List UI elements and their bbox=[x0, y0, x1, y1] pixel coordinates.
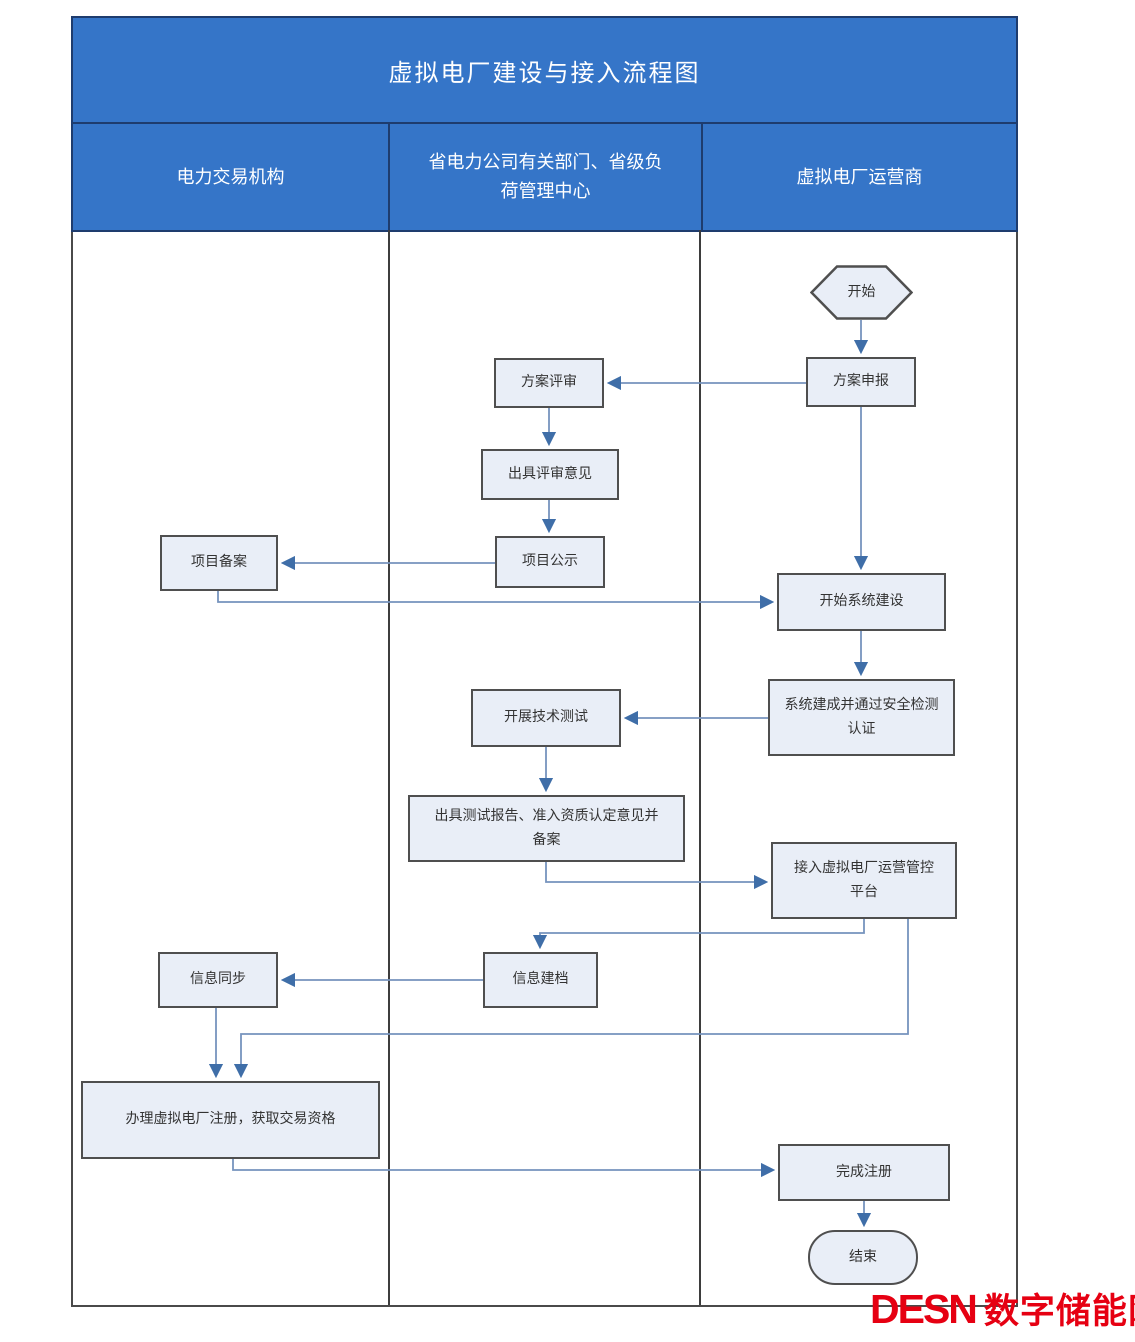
node-info-sync: 信息同步 bbox=[158, 952, 278, 1008]
node-label: 信息建档 bbox=[512, 972, 569, 988]
lane-headers: 电力交易机构 省电力公司有关部门、省级负 荷管理中心 虚拟电厂运营商 bbox=[71, 122, 1018, 232]
node-test-report: 出具测试报告、准入资质认定意见并 备案 bbox=[408, 795, 685, 862]
lane-divider-left bbox=[388, 230, 390, 1305]
watermark-site-name: 数字储能网 bbox=[983, 1292, 1135, 1331]
node-review-opinion: 出具评审意见 bbox=[481, 449, 619, 500]
node-info-archive: 信息建档 bbox=[483, 952, 598, 1008]
watermark: DESN 数字储能网 bbox=[870, 1283, 1135, 1334]
node-complete-register: 完成注册 bbox=[778, 1144, 950, 1201]
node-access-platform: 接入虚拟电厂运营管控 平台 bbox=[771, 842, 957, 919]
node-label: 方案评审 bbox=[521, 375, 577, 391]
node-system-certified: 系统建成并通过安全检测 认证 bbox=[768, 679, 955, 756]
node-label: 开始系统建设 bbox=[819, 594, 904, 610]
lane-header-provincial-departments: 省电力公司有关部门、省级负 荷管理中心 bbox=[390, 122, 701, 232]
node-label: 项目备案 bbox=[191, 555, 247, 571]
watermark-logo: DESN bbox=[870, 1286, 978, 1332]
node-label: 开始 bbox=[847, 284, 876, 300]
hexagon-shape bbox=[810, 265, 913, 320]
node-label: 办理虚拟电厂注册，获取交易资格 bbox=[125, 1112, 336, 1128]
node-label: 出具测试报告、准入资质认定意见并 备案 bbox=[434, 809, 659, 848]
node-label: 结束 bbox=[849, 1249, 877, 1265]
lane-divider-right bbox=[699, 230, 701, 1305]
node-vpp-register: 办理虚拟电厂注册，获取交易资格 bbox=[81, 1081, 380, 1159]
node-label: 系统建成并通过安全检测 认证 bbox=[784, 698, 939, 737]
node-plan-review: 方案评审 bbox=[494, 358, 604, 408]
node-label: 接入虚拟电厂运营管控 平台 bbox=[794, 861, 934, 900]
node-project-filing: 项目备案 bbox=[160, 535, 278, 591]
node-project-publicity: 项目公示 bbox=[495, 536, 605, 588]
node-end: 结束 bbox=[808, 1230, 918, 1285]
node-label: 开展技术测试 bbox=[504, 710, 588, 726]
node-plan-declare: 方案申报 bbox=[806, 357, 916, 407]
lane-header-trading-institution: 电力交易机构 bbox=[71, 122, 390, 232]
lane-header-vpp-operator: 虚拟电厂运营商 bbox=[701, 122, 1018, 232]
node-tech-testing: 开展技术测试 bbox=[471, 689, 621, 747]
diagram-title: 虚拟电厂建设与接入流程图 bbox=[71, 16, 1018, 124]
node-label: 项目公示 bbox=[522, 554, 578, 570]
node-label: 出具评审意见 bbox=[508, 466, 592, 482]
node-start: 开始 bbox=[810, 265, 913, 320]
node-label: 信息同步 bbox=[190, 972, 246, 988]
node-label: 完成注册 bbox=[836, 1164, 892, 1180]
node-label: 方案申报 bbox=[833, 374, 889, 390]
node-system-build: 开始系统建设 bbox=[777, 573, 946, 631]
